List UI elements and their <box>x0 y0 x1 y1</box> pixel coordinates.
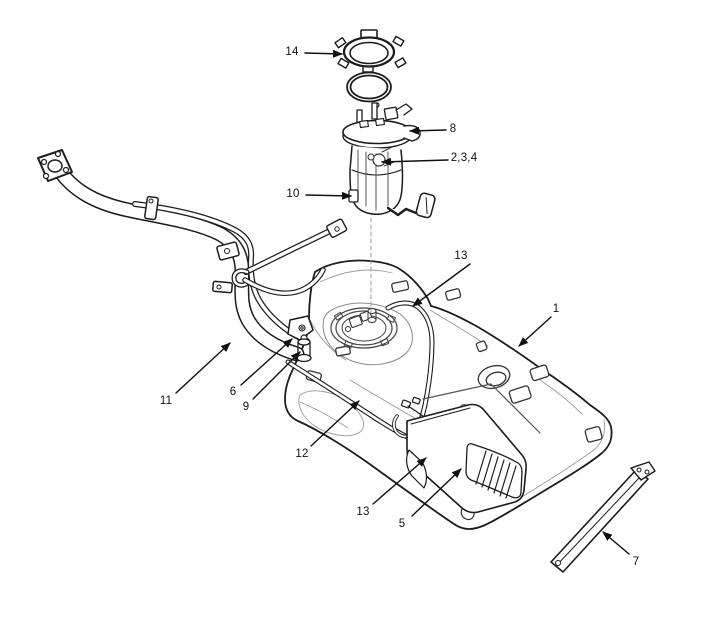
callout-12: 12 <box>295 448 309 460</box>
pump-internals <box>372 153 386 167</box>
callout-arrow-13-bottom <box>372 457 427 505</box>
callout-2-3-4: 2,3,4 <box>450 152 478 164</box>
mounting-strap-part <box>550 461 656 573</box>
callout-arrow-14 <box>304 49 343 58</box>
callout-1: 1 <box>552 303 560 315</box>
callout-14: 14 <box>285 46 299 58</box>
pump-top-in-tank <box>345 308 377 332</box>
canister-part <box>392 383 541 514</box>
filler-pipe-part <box>37 149 310 362</box>
callout-arrow-9 <box>252 351 301 400</box>
tank-recesses <box>305 280 603 443</box>
filler-flange <box>37 149 73 182</box>
callout-arrow-5 <box>411 468 462 517</box>
callout-arrow-10 <box>305 191 352 200</box>
float-arm-part <box>386 192 436 219</box>
callout-arrow-8 <box>409 126 447 135</box>
pipe-clamp-lower <box>212 280 233 294</box>
callout-arrow-2-3-4 <box>381 157 449 166</box>
callout-arrow-7 <box>602 531 630 555</box>
pipe-clamp <box>144 195 159 221</box>
lock-ring-part <box>334 29 407 73</box>
o-ring-part <box>346 71 392 108</box>
callout-arrows <box>175 49 630 555</box>
flange-side-port <box>403 124 421 142</box>
callout-arrow-12 <box>310 400 360 447</box>
tank-tube-part <box>385 300 435 427</box>
callout-6: 6 <box>229 386 237 398</box>
callout-13-bottom: 13 <box>356 506 370 518</box>
fuel-tank-part <box>284 259 613 530</box>
callout-9: 9 <box>242 401 250 413</box>
vent-tube-part <box>132 201 310 344</box>
callout-5: 5 <box>398 518 406 530</box>
pump-mount-ring <box>330 307 398 349</box>
rear-strap-part <box>231 218 348 296</box>
canister-ribs <box>475 450 517 499</box>
callout-arrow-13-top <box>412 263 471 307</box>
callout-arrow-1 <box>518 316 552 347</box>
callout-13-top: 13 <box>454 250 468 262</box>
callout-7: 7 <box>632 556 640 568</box>
callout-arrow-11 <box>175 342 231 394</box>
pump-module-part <box>342 102 436 219</box>
callout-8: 8 <box>449 123 457 135</box>
callout-11: 11 <box>159 395 173 407</box>
callout-10: 10 <box>286 188 300 200</box>
callout-arrow-6 <box>240 338 293 386</box>
